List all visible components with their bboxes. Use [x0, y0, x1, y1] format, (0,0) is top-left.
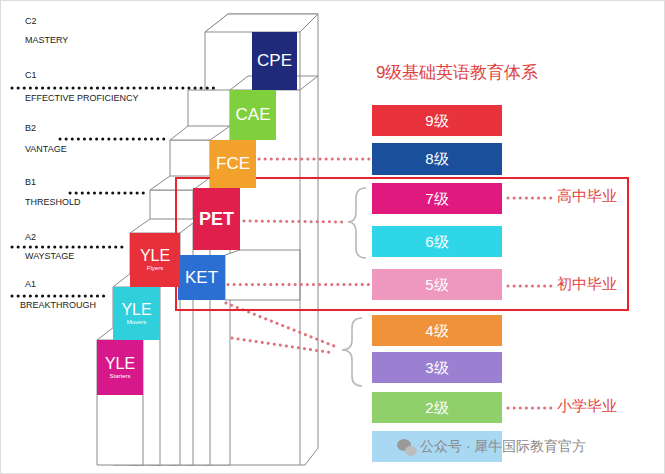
level-bar: 6级: [372, 226, 502, 257]
level-name: 4级: [425, 323, 448, 339]
stair-edge: [300, 32, 301, 465]
cefr-level: A1: [25, 280, 36, 290]
level-name: 9级: [425, 113, 448, 129]
level-line: [60, 138, 165, 141]
stair-blocks: [97, 14, 318, 465]
level-name: 2级: [425, 400, 448, 416]
exam-name: FCE: [216, 155, 250, 173]
exam-name: Movers: [127, 319, 147, 325]
exam-step: CAE: [230, 90, 276, 140]
level-bar: 2级: [372, 392, 502, 423]
exam-step: FCE: [210, 140, 256, 188]
level-bar: 7级: [372, 183, 502, 214]
exam-name: PET: [199, 210, 234, 229]
level-line: [12, 295, 108, 298]
cefr-level: VANTAGE: [25, 145, 67, 155]
level-bar: 5级: [372, 269, 502, 300]
exam-step: PET: [193, 188, 240, 250]
dotted-connector: [259, 158, 369, 161]
level-name: 8级: [425, 151, 448, 167]
diagram-title: 9级基础英语教育体系: [376, 64, 538, 83]
cefr-level: MASTERY: [25, 36, 68, 46]
stair-top: [205, 14, 318, 32]
level-bar: 4级: [372, 315, 502, 346]
leader-line: [244, 221, 344, 222]
watermark: 公众号 · 犀牛国际教育官方: [420, 439, 586, 454]
stair-block: [225, 250, 300, 300]
stage-note: 小学毕业: [557, 398, 617, 415]
exam-name: YLE: [121, 302, 151, 319]
cefr-level: C2: [25, 17, 37, 27]
cefr-level: A2: [25, 233, 36, 243]
stair-top: [170, 126, 230, 140]
stair-block: [97, 340, 143, 465]
level-name: 6级: [425, 234, 448, 250]
stage-note: 初中毕业: [557, 276, 617, 293]
exam-name: KET: [185, 269, 218, 287]
exam-step: YLEStarters: [97, 340, 143, 395]
cefr-level: THRESHOLD: [25, 198, 81, 208]
level-line: [12, 246, 125, 249]
stage-note: 高中毕业: [557, 188, 617, 205]
level-line: [70, 192, 145, 195]
level-bar: 8级: [372, 143, 502, 175]
exam-name: YLE: [140, 248, 170, 265]
level-bar: 9级: [372, 105, 502, 136]
brace: [342, 318, 362, 386]
cefr-level: WAYSTAGE: [25, 252, 74, 262]
highlight-frame: [176, 178, 628, 310]
level-name: 7级: [425, 191, 448, 207]
bubble: [405, 446, 417, 456]
leader-line: [232, 338, 334, 353]
braces: [342, 188, 366, 386]
exam-step: YLEFlyers: [130, 233, 180, 287]
exam-name: YLE: [105, 356, 135, 373]
leader-lines: [226, 198, 552, 408]
dotted-connector: [228, 283, 369, 286]
exam-name: CPE: [257, 52, 292, 70]
wechat-icon: [397, 439, 417, 456]
cefr-level: C1: [25, 71, 37, 81]
leader-line: [508, 407, 552, 410]
exam-name: CAE: [236, 106, 271, 124]
brace: [348, 188, 366, 258]
level-name: 5级: [425, 277, 448, 293]
leader-line: [508, 197, 552, 200]
exam-step: KET: [178, 255, 225, 300]
exam-name: Flyers: [147, 265, 163, 271]
cefr-level: B1: [25, 178, 36, 188]
cefr-level: EFFECTIVE PROFICIENCY: [25, 94, 139, 104]
level-bar: 3级: [372, 352, 502, 383]
leader-line: [508, 285, 552, 288]
exam-step: CPE: [252, 32, 297, 90]
cefr-level: B2: [25, 124, 36, 134]
cefr-level: BREAKTHROUGH: [20, 301, 96, 311]
exam-step: YLEMovers: [113, 287, 160, 340]
stair-top: [130, 219, 198, 233]
exam-name: Starters: [109, 373, 130, 379]
level-line: [12, 87, 215, 90]
level-name: 3级: [425, 360, 448, 376]
